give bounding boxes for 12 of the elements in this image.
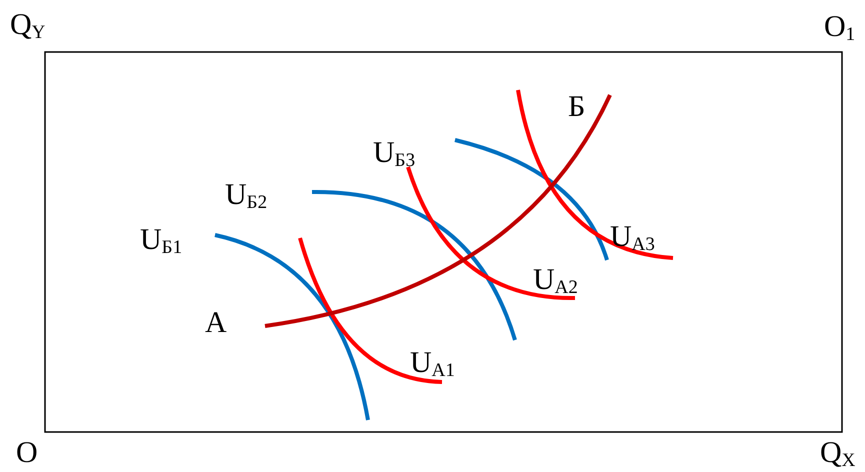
origin-label: O bbox=[16, 438, 38, 468]
axis-label: Q$_{Y}$ bbox=[10, 10, 46, 42]
curve-label: U$_{Б3}$ bbox=[373, 138, 416, 170]
curve-label: U$_{А1}$ bbox=[410, 348, 455, 380]
curve-label: А bbox=[205, 308, 227, 338]
curve-label: U$_{А3}$ bbox=[610, 222, 655, 254]
curve-label: U$_{Б2}$ bbox=[225, 180, 268, 212]
curve-label: U$_{Б1}$ bbox=[140, 225, 182, 257]
axis-label: Q$_{X}$ bbox=[820, 438, 856, 470]
axis-label: O$_{1}$ bbox=[824, 12, 856, 44]
curve-label: U$_{А2}$ bbox=[533, 265, 578, 297]
curve-label: Б bbox=[568, 92, 586, 122]
